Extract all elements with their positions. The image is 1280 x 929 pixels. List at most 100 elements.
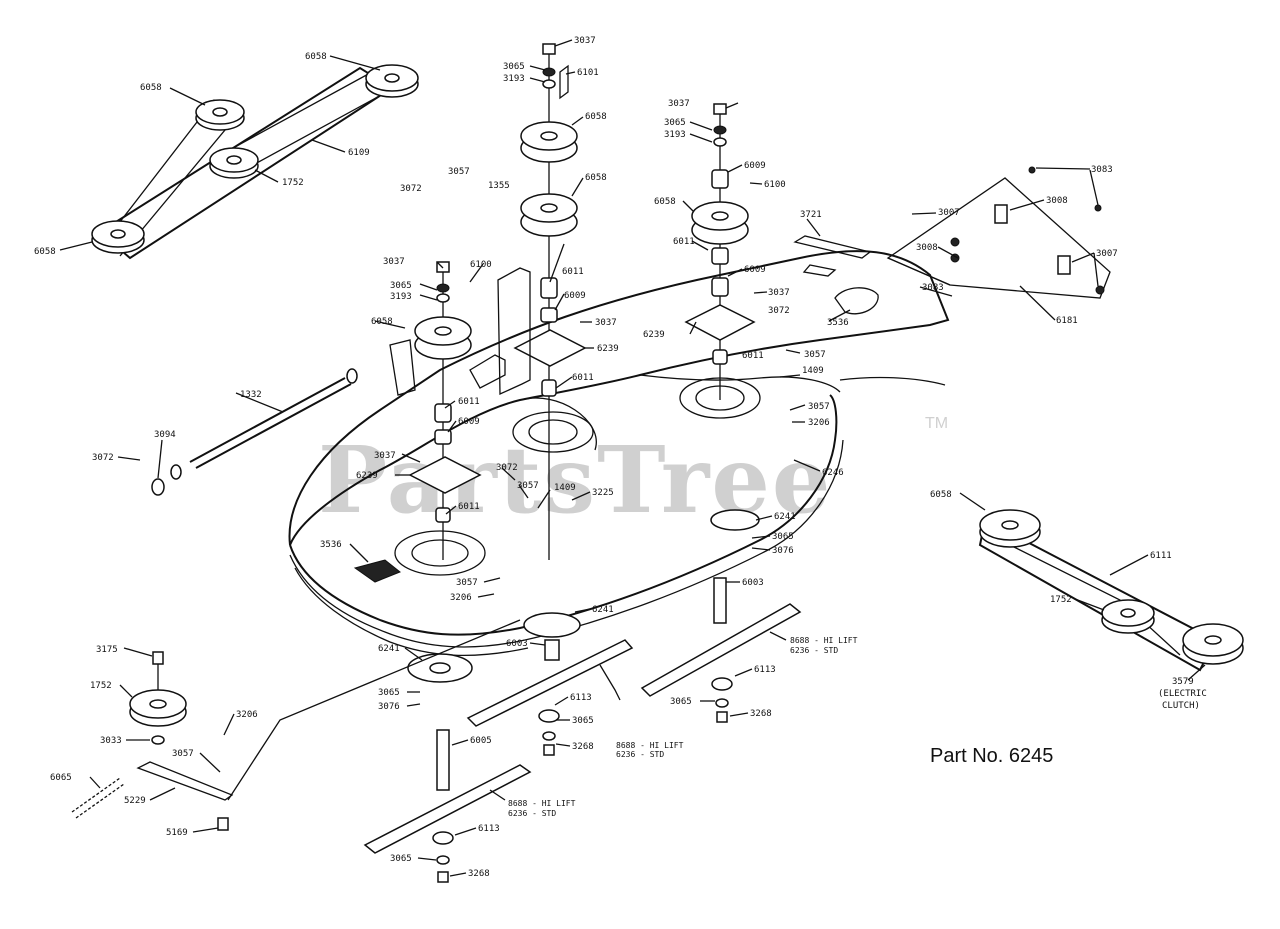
idler-bracket (389, 267, 531, 396)
callout-3057-bottom: 3057 (456, 578, 478, 588)
callout-6011-right2: 6011 (742, 351, 764, 361)
callout-6011-center2: 6011 (572, 373, 594, 383)
callout-3094: 3094 (154, 430, 176, 440)
callout-3175: 3175 (96, 645, 118, 655)
callout-1332: 1332 (240, 390, 262, 400)
left-pulley-stack (408, 261, 482, 560)
callout-3193-left: 3193 (390, 292, 412, 302)
shaft-1332 (151, 368, 358, 496)
callout-5229: 5229 (124, 796, 146, 806)
callout-6058-belt-b: 6058 (140, 83, 162, 93)
watermark-tm: TM (925, 415, 948, 432)
callout-8688-mid: 8688 - HI LIFT (616, 741, 684, 750)
callout-6236-right: 6236 - STD (790, 646, 838, 655)
callout-3225: 3225 (592, 488, 614, 498)
callout-6011-center: 6011 (562, 267, 584, 277)
callout-6058-left: 6058 (371, 317, 393, 327)
callout-3268-left: 3268 (468, 869, 490, 879)
callout-3065-top: 3065 (503, 62, 525, 72)
callout-8688-left: 8688 - HI LIFT (508, 799, 576, 808)
callout-3072-a: 3072 (400, 184, 422, 194)
part-callouts: 3037 3065 3193 6101 6058 6058 6058 6058 … (34, 36, 1207, 879)
callout-3057-left: 3057 (172, 749, 194, 759)
callout-3037-left: 3037 (383, 257, 405, 267)
callout-6058-belt-c: 6058 (34, 247, 56, 257)
callout-6109: 6109 (348, 148, 370, 158)
callout-3072-left: 3072 (92, 453, 114, 463)
callout-6058-center2: 6058 (585, 173, 607, 183)
callout-3007-a: 3007 (938, 208, 960, 218)
callout-6113-right: 6113 (754, 665, 776, 675)
right-pulley-stack (684, 103, 756, 400)
callout-3065-bottom-right: 3065 (772, 532, 794, 542)
callout-6058-belt-a: 6058 (305, 52, 327, 62)
callout-3065-mid: 3065 (572, 716, 594, 726)
callout-6058-bottom-right: 6058 (930, 490, 952, 500)
callout-3065-left3: 3065 (390, 854, 412, 864)
callout-6058-center1: 6058 (585, 112, 607, 122)
callout-6009-right2: 6009 (744, 265, 766, 275)
callout-3193-right: 3193 (664, 130, 686, 140)
callout-6065: 6065 (50, 773, 72, 783)
callout-6241-left: 6241 (378, 644, 400, 654)
belt-assembly-top-left (91, 64, 419, 260)
callout-1752-bottom-right: 1752 (1050, 595, 1072, 605)
center-pulley-stack (513, 43, 587, 560)
callout-3072-mid: 3072 (496, 463, 518, 473)
callout-3076-bottom-left: 3076 (378, 702, 400, 712)
callout-3193-top: 3193 (503, 74, 525, 84)
callout-6009-center: 6009 (564, 291, 586, 301)
callout-6113-left: 6113 (478, 824, 500, 834)
idler-arm-assembly (71, 619, 521, 831)
callout-3536-right: 3536 (827, 318, 849, 328)
callout-6100-right: 6100 (764, 180, 786, 190)
callout-6181: 6181 (1056, 316, 1078, 326)
callout-6239-left: 6239 (356, 471, 378, 481)
callout-1752-left: 1752 (90, 681, 112, 691)
callout-3268-right: 3268 (750, 709, 772, 719)
callout-3065-bottom-left: 3065 (378, 688, 400, 698)
callout-6236-left: 6236 - STD (508, 809, 556, 818)
callout-3037-right: 3037 (668, 99, 690, 109)
callout-3033: 3033 (100, 736, 122, 746)
callout-5169: 5169 (166, 828, 188, 838)
callout-3072-right: 3072 (768, 306, 790, 316)
callout-6111: 6111 (1150, 551, 1172, 561)
callout-6009-left: 6009 (458, 417, 480, 427)
callout-6005: 6005 (470, 736, 492, 746)
callout-6009-right: 6009 (744, 161, 766, 171)
callout-8688-right: 8688 - HI LIFT (790, 636, 858, 645)
callout-3008-a: 3008 (1046, 196, 1068, 206)
callout-3083-a: 3083 (1091, 165, 1113, 175)
callout-3037-right2: 3037 (768, 288, 790, 298)
callout-1355: 1355 (488, 181, 510, 191)
callout-1752-belt: 1752 (282, 178, 304, 188)
callout-3037-top: 3037 (574, 36, 596, 46)
part-number: Part No. 6245 (930, 745, 1053, 767)
callout-6058-right: 6058 (654, 197, 676, 207)
callout-6011-left2: 6011 (458, 502, 480, 512)
callout-3206-right: 3206 (808, 418, 830, 428)
blade-assembly-right (640, 509, 802, 723)
belt-assembly-bottom-right (978, 509, 1244, 672)
callout-3536-left: 3536 (320, 540, 342, 550)
callout-3037-center: 3037 (595, 318, 617, 328)
callout-6003-right: 6003 (742, 578, 764, 588)
callout-1409-right: 1409 (802, 366, 824, 376)
callout-3065-right: 3065 (664, 118, 686, 128)
blade-assembly-center (466, 612, 634, 756)
callout-6101: 6101 (577, 68, 599, 78)
callout-3065-right3: 3065 (670, 697, 692, 707)
leader-lines (59, 39, 1206, 877)
callout-6246: 6246 (822, 468, 844, 478)
callout-3057-right2: 3057 (808, 402, 830, 412)
belt-guard-plate (886, 166, 1111, 299)
callout-3268-mid: 3268 (572, 742, 594, 752)
callout-6113-mid: 6113 (570, 693, 592, 703)
callout-3007-b: 3007 (1096, 249, 1118, 259)
callout-3037-left2: 3037 (374, 451, 396, 461)
callout-6100-left: 6100 (470, 260, 492, 270)
callout-3206-left: 3206 (236, 710, 258, 720)
callout-3721: 3721 (800, 210, 822, 220)
